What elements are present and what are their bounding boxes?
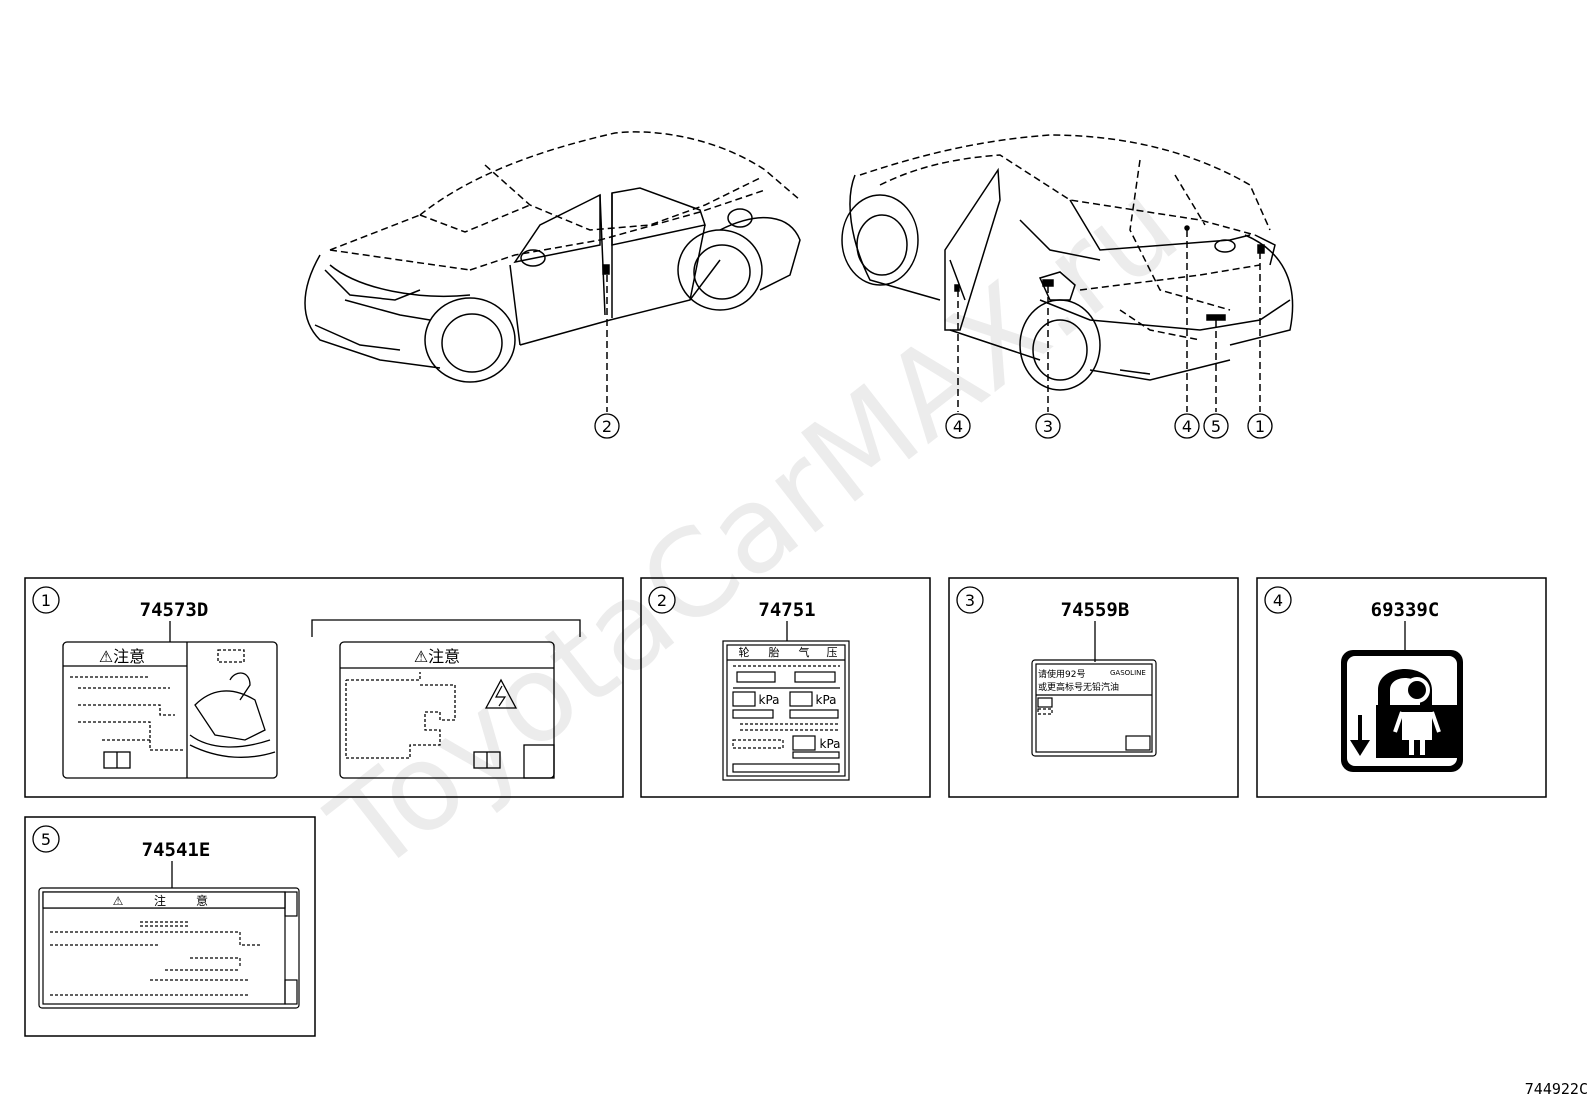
panel-5-index: 5	[41, 830, 51, 849]
front-car-illustration	[304, 131, 801, 412]
label-74541e: ⚠ 注 意	[38, 887, 300, 1009]
svg-text:4: 4	[1182, 417, 1192, 436]
panel-2-part-number: 74751	[758, 599, 815, 621]
panel-5-part-number: 74541E	[142, 839, 211, 861]
svg-text:轮: 轮	[739, 645, 750, 659]
panel-4: 4 69339C	[1256, 577, 1547, 798]
svg-text:气: 气	[799, 645, 810, 659]
svg-text:kPa: kPa	[820, 737, 841, 751]
panel-4-part-number: 69339C	[1371, 599, 1440, 621]
svg-text:2: 2	[602, 417, 612, 436]
label-74573d-b: ⚠注意	[339, 641, 555, 779]
front-callout-2: 2	[594, 413, 620, 439]
svg-text:kPa: kPa	[816, 693, 837, 707]
panel-1-part-number: 74573D	[140, 599, 209, 621]
panel-1-index: 1	[41, 591, 51, 610]
svg-text:4: 4	[953, 417, 963, 436]
label-74751: 轮 胎 气 压 kPa kPa kPa	[722, 640, 850, 781]
rear-callout-4b: 4	[1174, 413, 1200, 439]
rear-callout-1: 1	[1247, 413, 1273, 439]
watermark: ToyotaCarMAX.ru	[306, 156, 1204, 900]
child-lock-icon	[1341, 650, 1463, 772]
svg-text:请使用92号: 请使用92号	[1038, 668, 1085, 680]
svg-text:GASOLINE: GASOLINE	[1110, 669, 1146, 677]
panel-2-index: 2	[657, 591, 667, 610]
rear-callout-4a: 4	[945, 413, 971, 439]
svg-text:kPa: kPa	[759, 693, 780, 707]
label-74573d-a: ⚠注意	[62, 641, 278, 779]
panel-1: 1 74573D ⚠注意 ⚠注意	[24, 577, 624, 798]
rear-callout-3: 3	[1035, 413, 1061, 439]
svg-text:意: 意	[196, 893, 208, 908]
label-74559b: 请使用92号 GASOLINE 或更高标号无铅汽油	[1031, 659, 1157, 757]
rear-callout-5: 5	[1203, 413, 1229, 439]
svg-text:或更高标号无铅汽油: 或更高标号无铅汽油	[1038, 681, 1119, 693]
panel-3: 3 74559B 请使用92号 GASOLINE 或更高标号无铅汽油	[948, 577, 1239, 798]
svg-text:注: 注	[154, 893, 166, 908]
panel-2: 2 74751 轮 胎 气 压 kPa kPa kPa	[640, 577, 931, 798]
svg-text:3: 3	[1043, 417, 1053, 436]
svg-text:压: 压	[827, 646, 838, 659]
panel-5: 5 74541E ⚠ 注 意	[24, 816, 316, 1037]
svg-text:胎: 胎	[769, 645, 780, 659]
svg-text:⚠: ⚠	[113, 894, 124, 908]
svg-text:1: 1	[1255, 417, 1265, 436]
svg-text:⚠注意: ⚠注意	[414, 647, 460, 666]
diagram-id: 744922C	[1525, 1080, 1588, 1098]
panel-4-index: 4	[1273, 591, 1283, 610]
rear-car-illustration	[841, 134, 1294, 412]
panel-3-index: 3	[965, 591, 975, 610]
svg-text:5: 5	[1211, 417, 1221, 436]
svg-text:⚠注意: ⚠注意	[99, 647, 145, 666]
panel-3-part-number: 74559B	[1061, 599, 1130, 621]
